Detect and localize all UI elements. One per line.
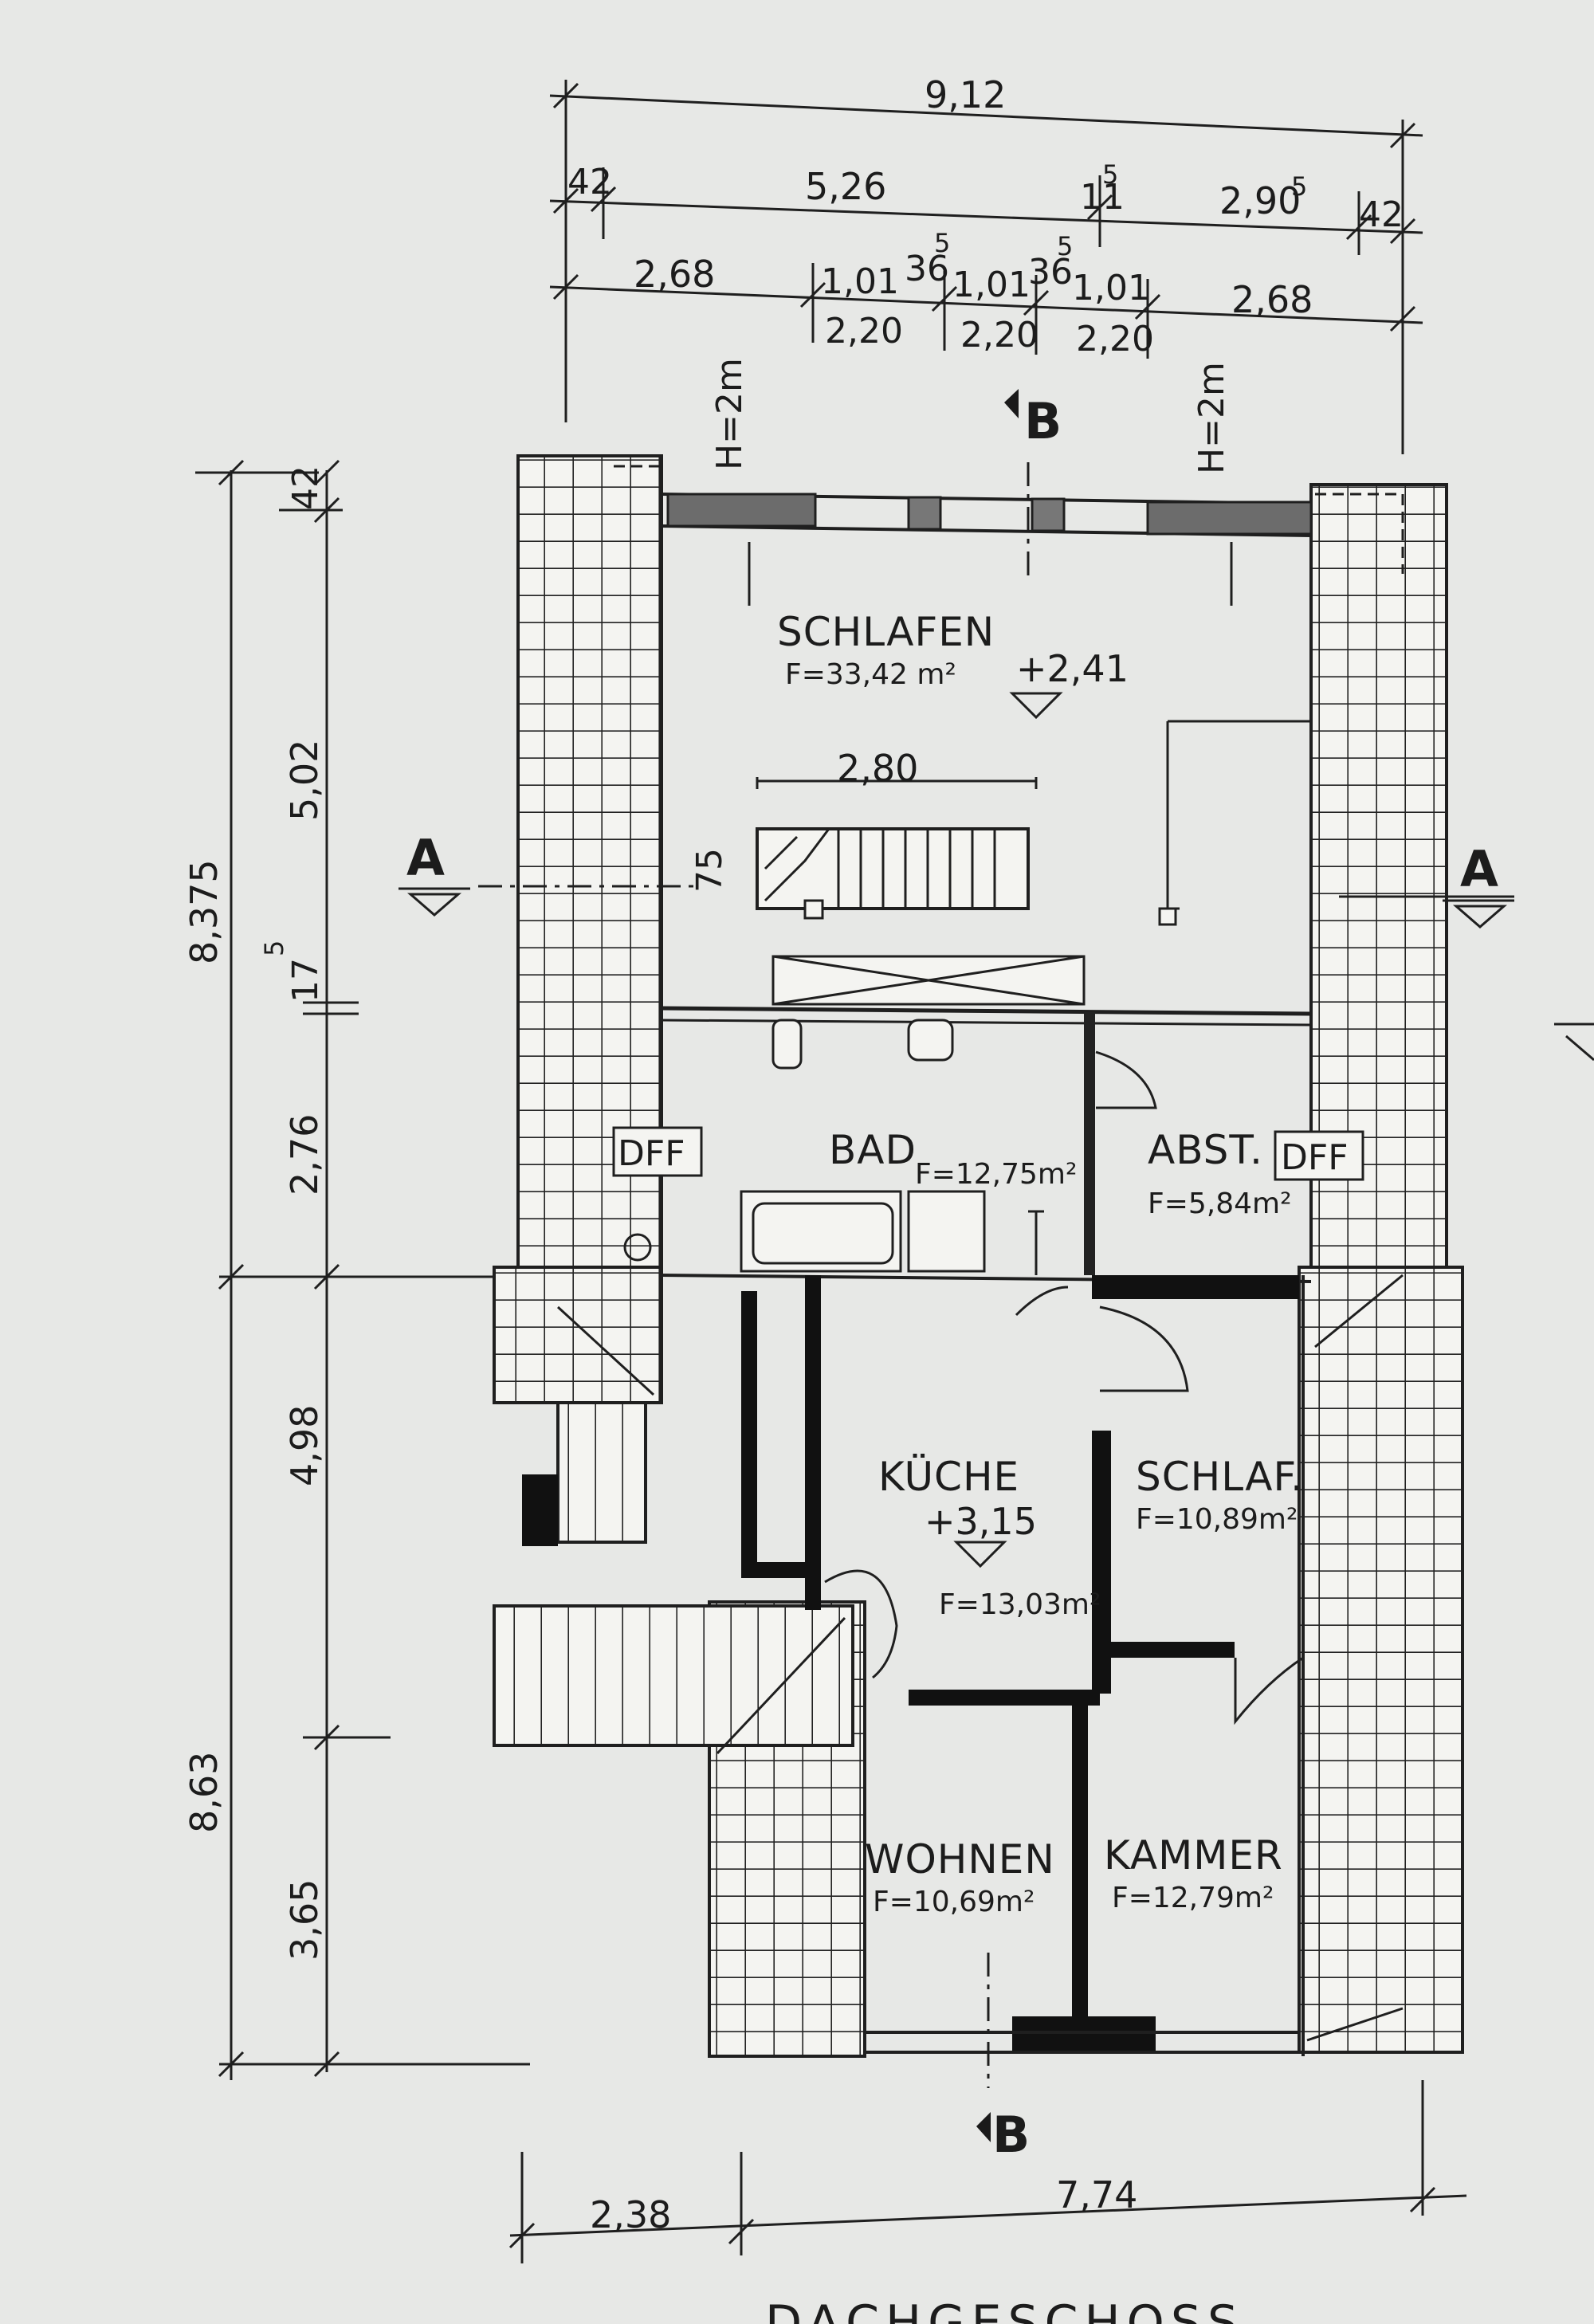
dim-left-4-98: 4,98 xyxy=(283,1405,326,1486)
dff-label-right: DFF xyxy=(1281,1137,1349,1178)
room-name-bad: BAD xyxy=(829,1127,917,1173)
room-area-abst: F=5,84m² xyxy=(1148,1188,1292,1220)
section-a-left-arrow xyxy=(398,887,470,917)
room-area-wohnen: F=10,69m² xyxy=(873,1886,1035,1918)
dff-window-left xyxy=(612,1126,703,1177)
room-area-kueche: F=13,03m² xyxy=(939,1588,1101,1621)
section-b-bottom-label: B xyxy=(992,2106,1030,2164)
left-dimension-lines xyxy=(195,459,530,2080)
plan-title: DACHGESCHOSS xyxy=(765,2295,1244,2324)
dim-top-2-90-sup: 5 xyxy=(1291,171,1307,202)
dim-stair-depth: 75 xyxy=(689,848,730,893)
top-dimension-lines xyxy=(549,80,1423,454)
section-b-bottom-arrow xyxy=(976,2112,991,2142)
dim-top-11-sup: 5 xyxy=(1102,159,1118,190)
room-name-abst: ABST. xyxy=(1148,1127,1263,1173)
dim-row3-36-b-sup: 5 xyxy=(1057,231,1073,261)
dim-row3-36-a-sup: 5 xyxy=(934,228,950,258)
dim-top-42-left: 42 xyxy=(567,162,612,202)
dim-row3-1-01-a: 1,01 xyxy=(821,261,899,302)
level-schlafen: +2,41 xyxy=(1016,647,1129,690)
room-name-schlafen: SCHLAFEN xyxy=(777,609,995,655)
dim-top-5-26: 5,26 xyxy=(805,165,886,208)
dim-sill-b: 2,20 xyxy=(960,315,1038,355)
height-label-right: H=2m xyxy=(1192,362,1232,474)
room-name-schlaf: SCHLAF. xyxy=(1136,1454,1304,1500)
level-markers xyxy=(953,692,1063,1568)
dim-left-42: 42 xyxy=(285,465,326,510)
dff-label-left: DFF xyxy=(618,1133,685,1174)
dim-top-42-right: 42 xyxy=(1359,194,1404,235)
dim-left-8-63: 8,63 xyxy=(183,1752,226,1833)
dim-row3-1-01-b: 1,01 xyxy=(952,265,1031,305)
dim-sill-c: 2,20 xyxy=(1076,319,1154,359)
section-lines xyxy=(398,389,1514,2142)
dim-overall-width: 9,12 xyxy=(925,73,1006,116)
staircase xyxy=(756,777,1038,920)
walls xyxy=(661,493,1313,2056)
section-b-top-arrow xyxy=(1004,389,1019,418)
dff-window-right xyxy=(1274,1130,1364,1181)
dim-row3-1-01-c: 1,01 xyxy=(1072,268,1150,308)
bottom-dimension-lines xyxy=(508,2080,1467,2263)
bathroom-fixtures xyxy=(740,955,1157,1275)
dim-row3-2-68-right: 2,68 xyxy=(1231,278,1313,321)
section-a-right-label: A xyxy=(1460,840,1498,898)
height-label-left: H=2m xyxy=(709,358,750,470)
level-kueche: +3,15 xyxy=(925,1500,1037,1543)
dim-top-11: 11 xyxy=(1080,177,1125,218)
dim-row3-36-a: 36 xyxy=(905,249,949,289)
section-a-left-label: A xyxy=(406,829,445,887)
room-area-bad: F=12,75m² xyxy=(915,1158,1077,1191)
dim-top-2-90: 2,90 xyxy=(1219,179,1301,222)
room-name-kammer: KAMMER xyxy=(1104,1832,1283,1878)
door-swings xyxy=(824,1286,1304,1725)
room-area-kammer: F=12,79m² xyxy=(1112,1882,1274,1914)
dim-left-2-76: 2,76 xyxy=(283,1114,326,1195)
dim-sill-a: 2,20 xyxy=(825,311,903,351)
dim-left-8-375: 8,375 xyxy=(183,859,226,964)
chimney-marker xyxy=(623,1233,652,1262)
dim-left-17: 17 xyxy=(285,958,326,1003)
roof-slopes xyxy=(493,454,1464,2058)
room-area-schlaf: F=10,89m² xyxy=(1136,1503,1298,1536)
dim-left-3-65: 3,65 xyxy=(283,1879,326,1961)
dim-bottom-2-38: 2,38 xyxy=(590,2193,671,2236)
dim-stair-length: 2,80 xyxy=(837,747,918,790)
room-name-wohnen: WOHNEN xyxy=(865,1836,1055,1882)
room-name-kueche: KÜCHE xyxy=(878,1454,1019,1500)
dim-row3-2-68-left: 2,68 xyxy=(634,253,715,296)
dim-left-5-02: 5,02 xyxy=(283,740,326,821)
section-b-top-label: B xyxy=(1024,392,1062,450)
dim-bottom-7-74: 7,74 xyxy=(1056,2173,1137,2216)
dim-left-17-sup: 5 xyxy=(259,940,289,956)
section-a-right-arrow xyxy=(1443,899,1514,928)
dim-row3-36-b: 36 xyxy=(1028,252,1073,292)
room-area-schlafen: F=33,42 m² xyxy=(785,658,956,691)
